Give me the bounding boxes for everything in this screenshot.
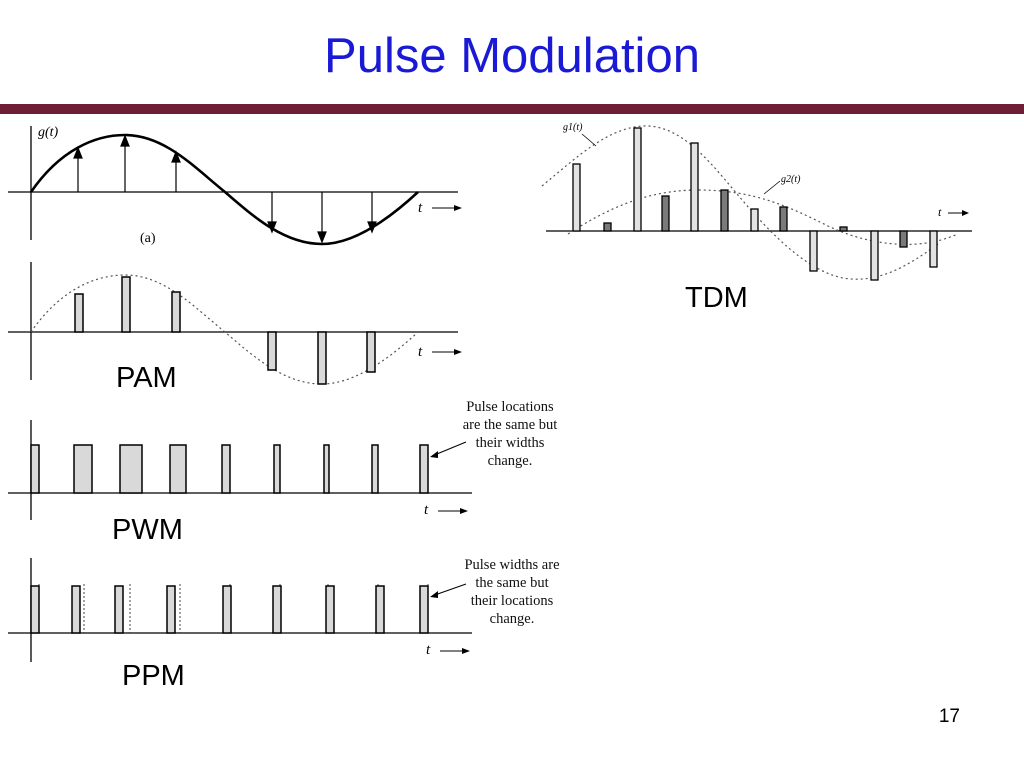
- pwm-note-line-1: Pulse locations: [466, 399, 554, 415]
- pwm-pulses: [30, 444, 429, 494]
- pam-pulses: [74, 276, 376, 385]
- ppm-pulses: [30, 585, 429, 634]
- axis-label-t: t: [418, 344, 423, 360]
- g2-pointer: [763, 180, 781, 195]
- analog-signal-diagram: g(t) t (a): [8, 125, 462, 246]
- signal-label: g(t): [38, 125, 59, 140]
- g1-pointer: [581, 133, 597, 147]
- sample-arrows: [73, 134, 377, 244]
- g1-envelope-dotted: [541, 125, 939, 280]
- sine-wave: [29, 133, 419, 246]
- g1-label: g1(t): [563, 122, 583, 133]
- pwm-note-line-4: change.: [487, 453, 533, 469]
- pwm-note-line-2: are the same but: [462, 417, 558, 433]
- ppm-note-line-2: the same but: [475, 575, 549, 591]
- pwm-diagram: t: [8, 420, 472, 520]
- panel-caption: (a): [140, 231, 156, 246]
- axis-label-t: t: [426, 642, 431, 658]
- ppm-diagram: t: [8, 558, 472, 662]
- axis-label-t: t: [418, 200, 423, 216]
- pwm-label: PWM: [112, 514, 183, 546]
- tdm-label: TDM: [685, 282, 748, 314]
- pwm-note: Pulse locations are the same but their w…: [440, 398, 580, 470]
- ppm-note-line-1: Pulse widths are: [464, 557, 560, 573]
- pam-label: PAM: [116, 362, 177, 394]
- axis-label-t: t: [424, 502, 429, 518]
- ppm-label: PPM: [122, 660, 185, 692]
- g1-pulses: [572, 127, 938, 281]
- g2-label: g2(t): [781, 174, 801, 185]
- title-divider: [0, 104, 1024, 114]
- ppm-reference-lines: [38, 584, 429, 633]
- envelope-dotted: [30, 274, 419, 385]
- ppm-note-line-4: change.: [489, 611, 535, 627]
- page-number: 17: [938, 706, 960, 727]
- ppm-note-line-3: their locations: [470, 593, 554, 609]
- slide-title: Pulse Modulation: [324, 29, 700, 83]
- pwm-note-line-3: their widths: [475, 435, 545, 451]
- ppm-note: Pulse widths are the same but their loca…: [442, 556, 582, 628]
- axis-label-t: t: [938, 205, 942, 219]
- tdm-diagram: g1(t) g2(t) t: [541, 122, 972, 281]
- pam-diagram: t: [8, 262, 462, 385]
- g2-pulses: [603, 189, 908, 248]
